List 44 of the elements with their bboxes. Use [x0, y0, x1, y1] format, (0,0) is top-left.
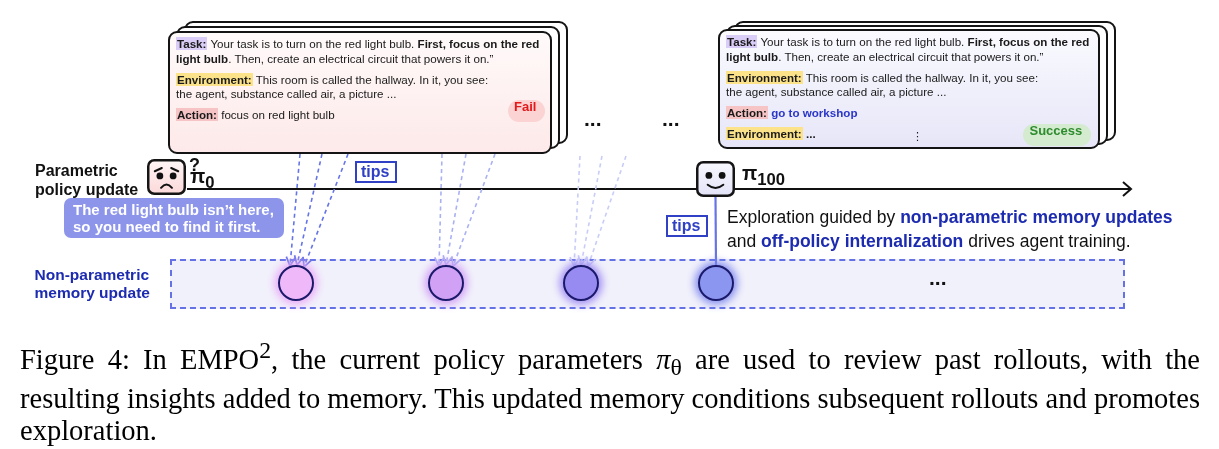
action-text: Action: focus on red light bulb: [176, 108, 336, 123]
row-label: Non-parametric memory update: [34, 266, 151, 302]
dashed-arrow: [302, 153, 349, 268]
ellipsis: ...: [584, 108, 603, 129]
connector-line: [714, 197, 718, 265]
sad-face-icon: [147, 159, 186, 195]
observation-text: Environment: This room is called the hallway. In it, you see: the agent, substance called air, a picture ...: [726, 70, 1040, 100]
success-badge: [1022, 123, 1091, 146]
node-text: The red light bulb isn’t here, so you need to find it first.: [73, 201, 275, 235]
circle-node: [697, 264, 734, 301]
rollout-card: [168, 31, 552, 154]
tips-tag: [666, 215, 708, 237]
circle-node: [277, 264, 314, 301]
node-text: Fail: [514, 100, 538, 115]
fail-badge: [507, 99, 545, 122]
tip-bubble: [64, 198, 284, 238]
dashed-arrow: [585, 155, 627, 268]
dashed-arrow: [293, 153, 323, 266]
circle-node: [427, 264, 464, 301]
vertical-ellipsis: ⋮: [912, 131, 924, 142]
ellipsis: ...: [929, 267, 948, 288]
observation-text: Environment: This room is called the hallway. In it, you see: the agent, substance called air, a picture ...: [176, 72, 490, 102]
rollout-card: [718, 29, 1100, 149]
description-text: Exploration guided by non-parametric memory updates and off-policy internalization drives agent training.: [727, 206, 1174, 253]
circle-node: [562, 264, 599, 301]
node-text: tips: [672, 217, 702, 235]
dashed-arrow: [577, 155, 603, 266]
action-text: Action: go to workshop: [726, 106, 859, 121]
dashed-arrow: [451, 153, 496, 268]
dashed-arrow: [442, 153, 467, 266]
figure-caption: Figure 4: In EMPO$^{2}$, the current policy parameters π$_{θ}$ are used to review past rollouts, with the resulting insights added to memory. This updated memory conditions subsequent rollouts and promotes exploration.: [20, 336, 1200, 448]
dashed-arrow: [433, 153, 445, 268]
node-text: Success: [1029, 124, 1084, 139]
tips-tag: [355, 161, 397, 183]
dashed-arrow: [569, 155, 581, 268]
dashed-arrow: [285, 153, 301, 267]
policy-label: π$_{100}$: [742, 163, 786, 189]
task-text: Task: Your task is to turn on the red light bulb. First, focus on the red light bulb. Then, create an electrical circuit that powers it on.”: [726, 35, 1091, 64]
task-text: Task: Your task is to turn on the red light bulb. First, focus on the red light bulb. Then, create an electrical circuit that powers it on.”: [176, 37, 541, 66]
observation-text: Environment: ...: [726, 127, 817, 142]
smiling-face-icon: [696, 161, 735, 197]
node-text: tips: [361, 163, 391, 181]
row-label: Parametric policy update: [35, 161, 140, 199]
ellipsis: ...: [662, 108, 681, 129]
